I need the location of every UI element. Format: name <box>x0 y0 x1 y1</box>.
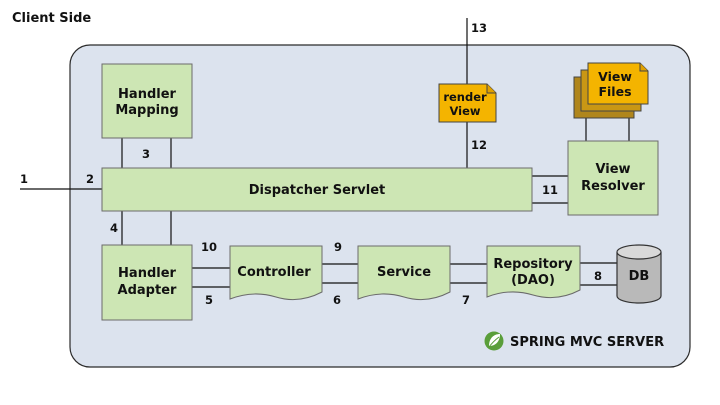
step-9: 9 <box>334 240 342 254</box>
step-3: 3 <box>142 147 150 161</box>
handler-mapping-label-1: Handler <box>118 87 176 102</box>
view-resolver-label-1: View <box>595 162 630 177</box>
controller-label: Controller <box>237 265 311 280</box>
server-label: SPRING MVC SERVER <box>510 335 664 350</box>
handler-adapter-label-1: Handler <box>118 266 176 281</box>
step-7: 7 <box>462 293 470 307</box>
db-label: DB <box>629 269 650 284</box>
service-box: Service <box>357 245 451 301</box>
handler-mapping-label-2: Mapping <box>115 103 178 118</box>
controller-box: Controller <box>229 245 323 301</box>
spring-logo <box>484 331 504 351</box>
handler-adapter-box: Handler Adapter <box>101 244 193 321</box>
render-view-label-1: render <box>443 90 487 104</box>
handler-adapter-label-2: Adapter <box>118 283 177 298</box>
document-icon <box>587 62 649 105</box>
render-view-label-2: View <box>449 104 480 118</box>
step-1: 1 <box>20 172 28 186</box>
step-4: 4 <box>110 221 118 235</box>
step-10: 10 <box>201 240 217 254</box>
step-2: 2 <box>86 172 94 186</box>
step-numbers: 1 2 3 4 5 6 7 8 9 10 11 12 13 <box>20 21 602 307</box>
dispatcher-servlet-box: Dispatcher Servlet <box>101 167 533 212</box>
step-11: 11 <box>542 183 558 197</box>
view-files-stack: View Files <box>573 62 649 119</box>
connectors <box>20 18 630 288</box>
dispatcher-servlet-label: Dispatcher Servlet <box>249 183 386 198</box>
step-13: 13 <box>471 21 487 35</box>
repository-label-1: Repository <box>493 257 573 272</box>
handler-mapping-box: Handler Mapping <box>101 63 193 139</box>
view-resolver-box: View Resolver <box>567 140 659 216</box>
step-8: 8 <box>594 269 602 283</box>
view-resolver-label-2: Resolver <box>581 179 645 194</box>
repository-box: Repository (DAO) <box>486 245 581 299</box>
step-6: 6 <box>333 293 341 307</box>
database-icon: DB <box>616 244 662 304</box>
render-view-doc: render View <box>438 83 497 123</box>
view-files-label-2: Files <box>598 84 631 99</box>
service-label: Service <box>377 265 431 280</box>
step-5: 5 <box>205 293 213 307</box>
step-12: 12 <box>471 138 487 152</box>
view-files-label-1: View <box>598 69 632 84</box>
diagram-title: Client Side <box>12 11 91 26</box>
repository-label-2: (DAO) <box>511 273 555 288</box>
